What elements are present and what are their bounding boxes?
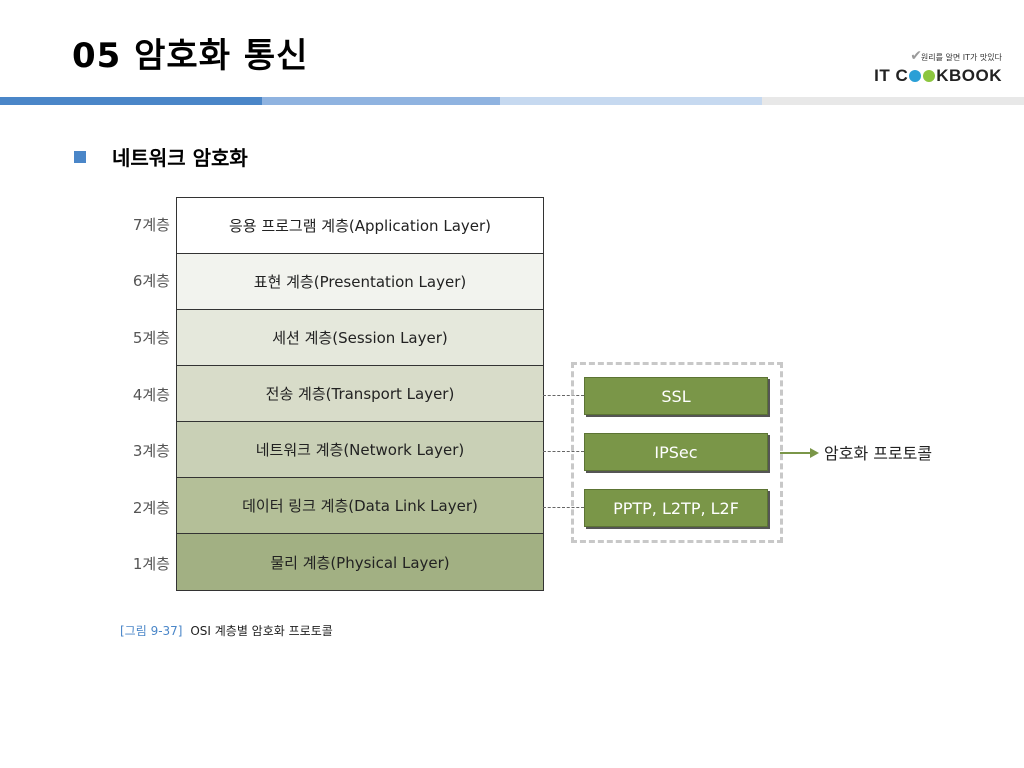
arrow-line <box>780 452 812 454</box>
check-icon: ✔ <box>910 48 922 64</box>
header-color-bar <box>0 97 1024 105</box>
osi-layer-data-link: 데이터 링크 계층(Data Link Layer) <box>177 478 543 534</box>
it-cookbook-logo: ✔ 원리를 알면 IT가 맛있다 IT C KBOOK <box>852 48 1002 90</box>
bullet-item: 네트워크 암호화 <box>74 142 248 171</box>
osi-layer-network: 네트워크 계층(Network Layer) <box>177 422 543 478</box>
layer-number: 4계층 <box>132 386 170 404</box>
osi-layer-session: 세션 계층(Session Layer) <box>177 310 543 366</box>
header-bar-segment <box>500 97 762 105</box>
dashed-connector <box>543 507 584 508</box>
layer-number: 3계층 <box>132 442 170 460</box>
slide-title: 05 암호화 통신 <box>72 36 309 76</box>
dashed-connector <box>543 451 584 452</box>
layer-number: 6계층 <box>132 272 170 290</box>
protocol-ssl: SSL <box>584 377 768 415</box>
arrow-right-icon <box>810 448 819 458</box>
figure-number: [그림 9-37] <box>120 624 183 638</box>
layer-number: 5계층 <box>132 329 170 347</box>
protocol-ipsec: IPSec <box>584 433 768 471</box>
osi-layer-transport: 전송 계층(Transport Layer) <box>177 366 543 422</box>
osi-layer-physical: 물리 계층(Physical Layer) <box>177 534 543 590</box>
header-bar-segment <box>762 97 1024 105</box>
logo-tagline: 원리를 알면 IT가 맛있다 <box>920 53 1002 62</box>
figure-caption: [그림 9-37] OSI 계층별 암호화 프로토콜 <box>120 622 333 639</box>
osi-layer-presentation: 표현 계층(Presentation Layer) <box>177 254 543 310</box>
header-bar-segment <box>262 97 500 105</box>
logo-circle-blue-icon <box>909 70 922 82</box>
figure-caption-text: OSI 계층별 암호화 프로토콜 <box>190 624 333 638</box>
logo-word-prefix: IT C <box>874 66 909 85</box>
dashed-connector <box>543 395 584 396</box>
square-bullet-icon <box>74 150 86 163</box>
header-bar-segment <box>0 97 262 105</box>
logo-word-suffix: KBOOK <box>936 66 1002 85</box>
layer-number: 7계층 <box>132 216 170 234</box>
osi-layer-application: 응용 프로그램 계층(Application Layer) <box>177 198 543 254</box>
bullet-text: 네트워크 암호화 <box>112 146 248 170</box>
layer-number: 1계층 <box>132 555 170 573</box>
logo-circle-green-icon <box>923 70 936 82</box>
protocol-pptp-l2tp-l2f: PPTP, L2TP, L2F <box>584 489 768 527</box>
layer-number: 2계층 <box>132 499 170 517</box>
protocol-group-label: 암호화 프로토콜 <box>824 444 933 463</box>
logo-wordmark: IT C KBOOK <box>874 66 1002 86</box>
osi-layer-stack: 응용 프로그램 계층(Application Layer) 표현 계층(Pres… <box>176 197 544 591</box>
